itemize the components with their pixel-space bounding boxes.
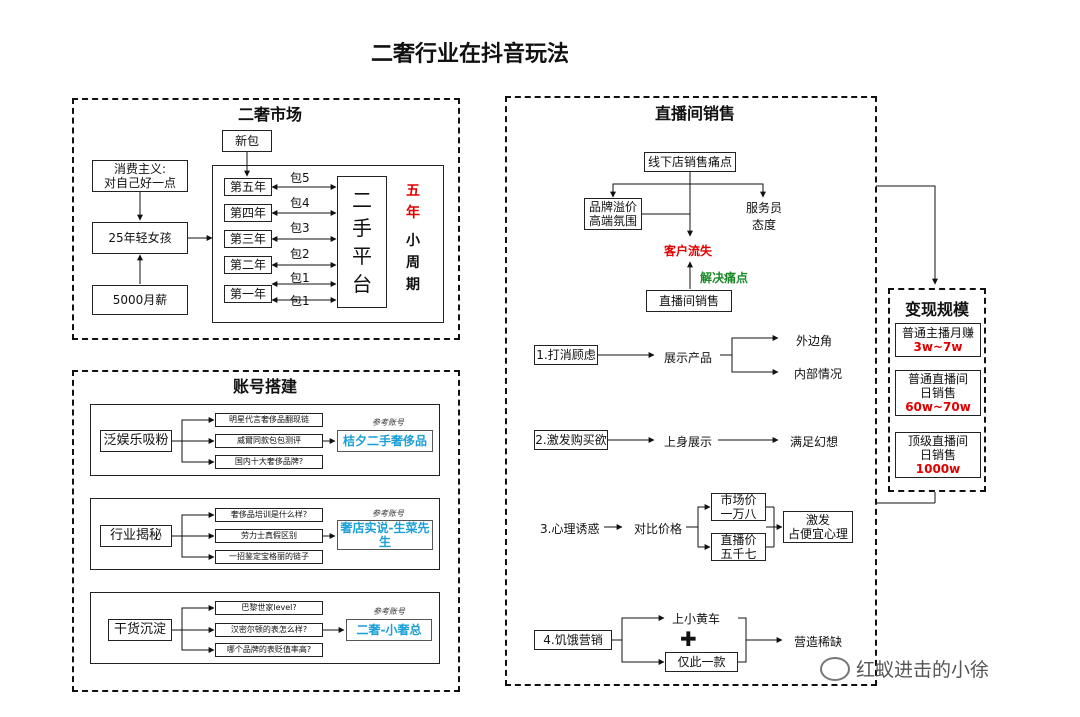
staff-label: 服务员 态度 [745,201,782,232]
account-title: 账号搭建 [232,377,297,396]
brand-box: 品牌溢价 高端氛围 [584,198,642,230]
tier-3: 顶级直播间 日销售 1000w [895,432,981,478]
year-1: 第一年 [224,285,272,303]
group-1-item-1: 明星代言奢侈品翻现链 [215,413,323,427]
bag-1b-label: 包1 [290,294,310,308]
group-3-name: 干货沉淀 [108,619,172,641]
market-title: 二奢市场 [237,105,302,124]
short-cycle-label: 小 周 期 [406,233,420,293]
five-year-label: 五 年 [406,183,420,221]
market-section [72,98,460,340]
year-3: 第三年 [224,230,272,248]
tier-2: 普通直播间 日销售 60w~70w [895,370,981,416]
tier-1: 普通主播月赚 3w~7w [895,323,981,357]
watermark-text: 红蚁进击的小徐 [856,659,990,681]
tier-2-value: 60w~70w [905,400,971,414]
market-year-frame [212,165,444,323]
year-4: 第四年 [224,204,272,222]
group-3-item-3: 哪个品牌的表贬值率高? [215,643,323,657]
bag-5-label: 包5 [290,171,310,185]
scale-section [888,288,986,492]
group-3-item-1: 巴黎世家level? [215,601,323,615]
group-1-item-2: 威爾同款包包测评 [215,434,323,448]
group-1-ref-note: 参考账号 [372,418,404,427]
market-price-box: 市场价 一万八 [711,493,766,521]
live-title: 直播间销售 [654,104,735,123]
step-1-mid: 展示产品 [664,351,713,365]
salary-box: 5000月薪 [92,285,188,315]
bag-4-label: 包4 [290,196,310,210]
step-1-out-1: 外边角 [796,334,833,348]
group-2-ref-account: 奢店实说-生菜先生 [337,520,433,550]
pain-box: 线下店销售痛点 [644,152,736,172]
cheap-psychology-box: 激发 占便宜心理 [783,511,853,543]
group-1-name: 泛娱乐吸粉 [100,430,172,452]
group-1-item-3: 国内十大奢侈品牌? [215,455,323,469]
year-2: 第二年 [224,256,272,274]
group-2-ref-note: 参考账号 [372,509,404,518]
page-title: 二奢行业在抖音玩法 [370,42,569,67]
live-price-box: 直播价 五千七 [711,533,766,561]
group-2-item-3: 一招鉴定宝格丽的链子 [215,550,323,564]
platform-box: 二 手 平 台 [337,176,387,308]
bag-2-label: 包2 [290,247,310,261]
account-section [72,370,460,692]
step-1-out-2: 内部情况 [794,367,843,381]
customer-loss-label: 客户流失 [664,244,713,258]
new-bag-box: 新包 [222,130,272,152]
step-1-box: 1.打消顾虑 [534,345,598,365]
group-2-item-1: 奢侈品培训是什么样? [215,508,323,522]
group-2-name: 行业揭秘 [100,525,172,547]
group-1-ref-account: 桔夕二手奢侈品 [337,430,433,452]
young-girl-box: 25年轻女孩 [92,222,188,254]
live-section [505,96,877,686]
account-group-2 [90,498,440,570]
group-2-item-2: 劳力士真假区别 [215,529,323,543]
scale-title: 变现规模 [904,300,969,319]
watermark: 红蚁进击的小徐 [820,655,989,682]
group-3-item-2: 汉密尔顿的表怎么样? [215,623,323,637]
tier-1-value: 3w~7w [913,340,963,354]
cart-label: 上小黄车 [672,612,721,626]
step-4-box: 4.饥饿营销 [534,630,612,650]
step-2-box: 2.激发购买欲 [534,430,608,450]
account-group-1 [90,404,440,476]
step-2-out: 满足幻想 [790,435,839,449]
tier-3-value: 1000w [915,462,961,476]
plus-icon: ✚ [680,627,697,651]
group-3-ref-note: 参考账号 [373,607,405,616]
year-5: 第五年 [224,178,272,196]
bag-3-label: 包3 [290,221,310,235]
scarcity-label: 营造稀缺 [794,635,843,649]
account-group-3 [90,592,440,664]
wechat-icon [820,656,850,681]
consumer-box: 消费主义: 对自己好一点 [92,160,188,192]
tier-2-label: 普通直播间 日销售 [907,372,968,400]
step-3-label: 3.心理诱惑 [540,522,600,536]
live-sale-box: 直播间销售 [646,290,732,312]
step-2-mid: 上身展示 [664,435,713,449]
group-3-ref-account: 二奢-小奢总 [346,619,432,641]
bag-1-label: 包1 [290,271,310,285]
step-3-mid: 对比价格 [634,522,683,536]
only-one-box: 仅此一款 [665,652,738,672]
tier-3-label: 顶级直播间 日销售 [907,434,968,462]
tier-1-label: 普通主播月赚 [901,326,974,340]
solve-pain-label: 解决痛点 [700,271,749,285]
